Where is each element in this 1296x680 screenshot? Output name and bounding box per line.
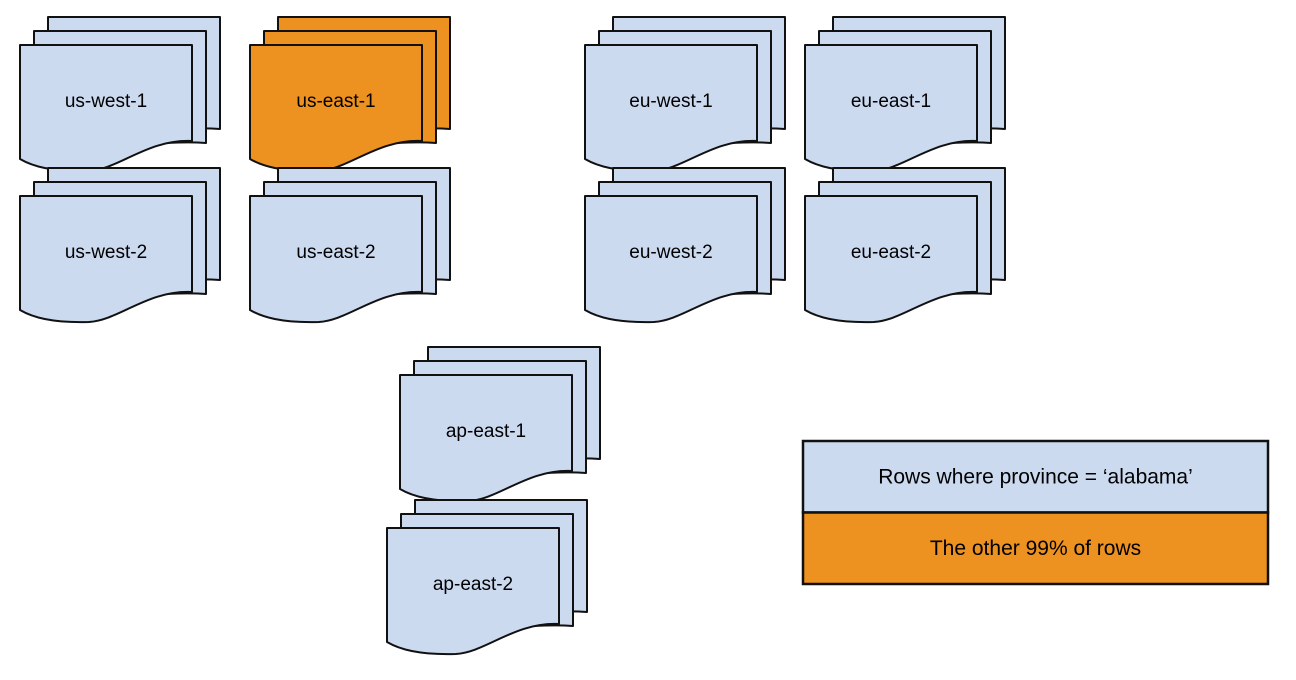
- stack-label-ap-east-2: ap-east-2: [433, 574, 513, 595]
- stack-eu-west-1[interactable]: eu-west-1: [584, 16, 786, 173]
- stack-ap-east-1[interactable]: ap-east-1: [399, 346, 601, 503]
- legend-row-normal: [801, 439, 1270, 514]
- stack-eu-east-2[interactable]: eu-east-2: [804, 167, 1006, 324]
- stack-label-us-east-2: us-east-2: [296, 242, 375, 263]
- stack-sheet-front: [249, 195, 423, 324]
- stack-label-us-west-2: us-west-2: [65, 242, 147, 263]
- stack-us-west-2[interactable]: us-west-2: [19, 167, 221, 324]
- stack-label-eu-west-2: eu-west-2: [629, 242, 712, 263]
- legend-row-highlight-label: The other 99% of rows: [930, 537, 1141, 560]
- legend: Rows where province = ‘alabama’ The other…: [801, 439, 1270, 586]
- stack-sheet-front: [19, 195, 193, 324]
- stack-sheet-front: [584, 195, 758, 324]
- stack-label-ap-east-1: ap-east-1: [446, 421, 526, 442]
- stack-label-eu-east-2: eu-east-2: [851, 242, 931, 263]
- legend-row-highlight: [801, 511, 1270, 586]
- stack-label-eu-east-1: eu-east-1: [851, 91, 931, 112]
- stacks-layer: us-west-1 us-east-1 eu-west-1 eu-east-1 us-w…: [19, 16, 1006, 656]
- stack-label-us-west-1: us-west-1: [65, 91, 147, 112]
- stack-us-west-1[interactable]: us-west-1: [19, 16, 221, 173]
- legend-layer: Rows where province = ‘alabama’ The other…: [801, 439, 1270, 586]
- stack-sheet-front: [804, 195, 978, 324]
- legend-row-normal-label: Rows where province = ‘alabama’: [878, 465, 1193, 488]
- stack-us-east-1[interactable]: us-east-1: [249, 16, 451, 173]
- stack-sheet-front: [386, 527, 560, 656]
- stack-ap-east-2[interactable]: ap-east-2: [386, 499, 588, 656]
- stack-label-eu-west-1: eu-west-1: [629, 91, 712, 112]
- stack-eu-west-2[interactable]: eu-west-2: [584, 167, 786, 324]
- stack-eu-east-1[interactable]: eu-east-1: [804, 16, 1006, 173]
- stack-us-east-2[interactable]: us-east-2: [249, 167, 451, 324]
- stack-label-us-east-1: us-east-1: [296, 91, 375, 112]
